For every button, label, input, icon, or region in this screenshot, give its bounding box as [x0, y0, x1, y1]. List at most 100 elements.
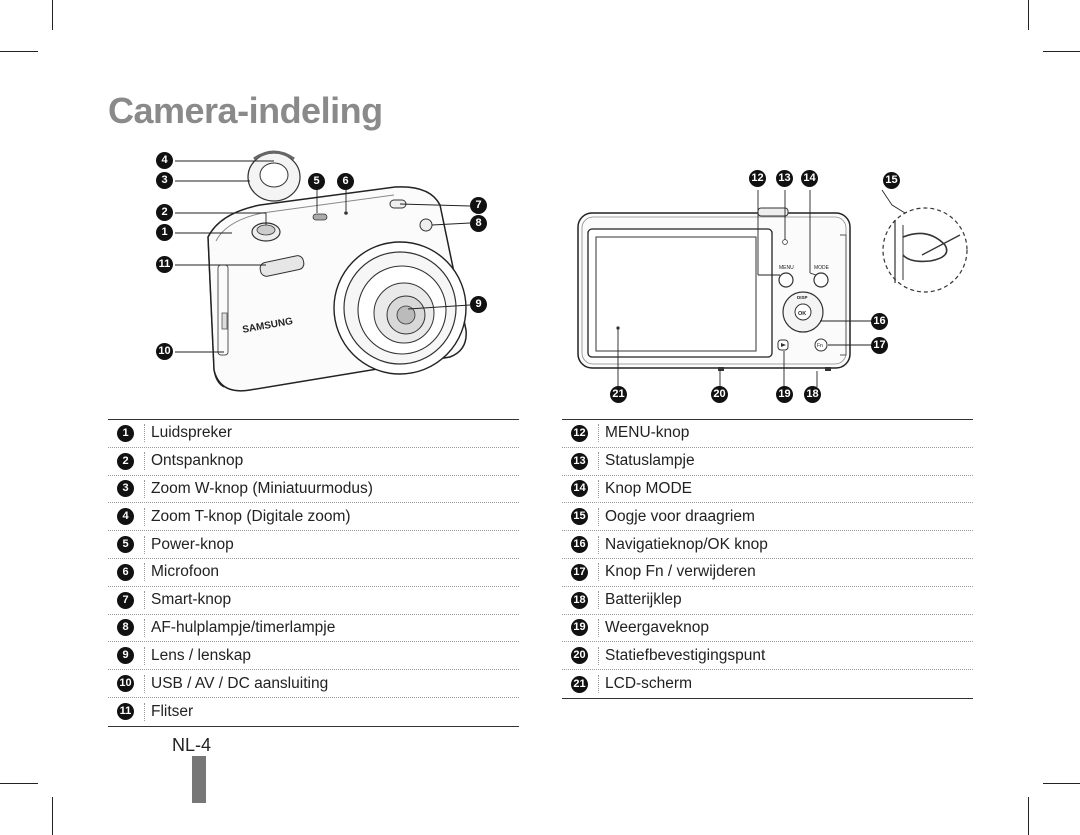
legend-number: 18	[571, 591, 588, 609]
callout-1: 1	[156, 224, 173, 241]
legend-number: 15	[571, 508, 588, 526]
legend-divider	[144, 618, 145, 637]
crop-mark	[52, 797, 53, 835]
callout-7: 7	[470, 197, 487, 214]
legend-row: 18 Batterijklep	[562, 587, 973, 615]
crop-mark	[52, 0, 53, 30]
callout-18: 18	[804, 386, 821, 403]
callout-10: 10	[156, 343, 173, 360]
legend-label: Oogje voor draagriem	[605, 507, 755, 525]
legend-divider	[144, 424, 145, 443]
legend-number: 3	[117, 480, 134, 498]
crop-mark	[1043, 783, 1080, 784]
legend-divider	[598, 618, 599, 637]
callout-2: 2	[156, 204, 173, 221]
legend-label: Zoom T-knop (Digitale zoom)	[151, 507, 351, 525]
legend-divider	[144, 452, 145, 471]
front-camera-figure: SAMSUNG 4 3 2 1 11 10 5 6 7 8 9	[150, 145, 500, 405]
legend-number: 12	[571, 424, 588, 442]
fn-button-label: Fn	[817, 343, 823, 349]
legend-label: Flitser	[151, 702, 194, 720]
legend-row: 3 Zoom W-knop (Miniatuurmodus)	[108, 476, 519, 504]
back-camera-drawing: MENU MODE OK DISP Fn	[577, 189, 968, 387]
legend-row: 15 Oogje voor draagriem	[562, 503, 973, 532]
crop-mark	[1028, 0, 1029, 30]
callout-13: 13	[776, 170, 793, 187]
legend-row: 14 Knop MODE	[562, 476, 973, 504]
legend-divider	[598, 479, 599, 498]
legend-label: Knop Fn / verwijderen	[605, 563, 756, 581]
legend-number: 21	[571, 675, 588, 693]
disp-button-label: DISP	[797, 295, 808, 300]
page-tab-marker	[192, 756, 206, 803]
callout-14: 14	[801, 170, 818, 187]
legend-label: Batterijklep	[605, 591, 682, 609]
legend-divider	[144, 674, 145, 693]
callout-9: 9	[470, 296, 487, 313]
legend-label: Zoom W-knop (Miniatuurmodus)	[151, 479, 373, 497]
legend-divider	[598, 646, 599, 665]
crop-mark	[0, 783, 38, 784]
page-number: NL-4	[172, 735, 212, 755]
legend-label: Luidspreker	[151, 424, 232, 442]
legend-number: 7	[117, 591, 134, 609]
callout-5: 5	[308, 173, 325, 190]
callout-12: 12	[749, 170, 766, 187]
legend-number: 4	[117, 508, 134, 526]
legend-number: 9	[117, 647, 134, 665]
callout-17: 17	[871, 337, 888, 354]
legend-number: 8	[117, 619, 134, 637]
callout-16: 16	[871, 313, 888, 330]
legend-row: 4 Zoom T-knop (Digitale zoom)	[108, 503, 519, 532]
back-camera-figure: MENU MODE OK DISP Fn 12	[570, 165, 970, 410]
legend-number: 14	[571, 480, 588, 498]
legend-label: Knop MODE	[605, 479, 693, 497]
legend-divider	[598, 563, 599, 582]
callout-19: 19	[776, 386, 793, 403]
callout-8: 8	[470, 215, 487, 232]
legend-number: 5	[117, 536, 134, 554]
front-camera-drawing: SAMSUNG	[175, 150, 471, 392]
callout-3: 3	[156, 172, 173, 189]
legend-row: 21 LCD-scherm	[562, 670, 973, 698]
legend-divider	[598, 507, 599, 526]
legend-number: 17	[571, 563, 588, 581]
crop-mark	[0, 51, 38, 52]
callout-4: 4	[156, 152, 173, 169]
legend-divider	[598, 424, 599, 443]
legend-number: 13	[571, 452, 588, 470]
legend-label: LCD-scherm	[605, 675, 692, 693]
legend-label: USB / AV / DC aansluiting	[151, 674, 329, 692]
legend-label: Smart-knop	[151, 591, 232, 609]
legend-divider	[144, 479, 145, 498]
legend-row: 10 USB / AV / DC aansluiting	[108, 670, 519, 698]
legend-row: 17 Knop Fn / verwijderen	[562, 559, 973, 587]
callout-21: 21	[610, 386, 627, 403]
legend-label: MENU-knop	[605, 424, 690, 442]
legend-divider	[598, 452, 599, 471]
callout-20: 20	[711, 386, 728, 403]
legend-label: Statiefbevestigingspunt	[605, 646, 766, 664]
legend-divider	[144, 591, 145, 610]
legend-divider	[144, 702, 145, 721]
callout-15: 15	[883, 172, 900, 189]
legend-divider	[598, 535, 599, 554]
legend-divider	[144, 535, 145, 554]
crop-mark	[1028, 797, 1029, 835]
legend-number: 10	[117, 675, 134, 693]
legend-number: 2	[117, 452, 134, 470]
page-title: Camera-indeling	[108, 90, 383, 131]
legend-divider	[598, 591, 599, 610]
